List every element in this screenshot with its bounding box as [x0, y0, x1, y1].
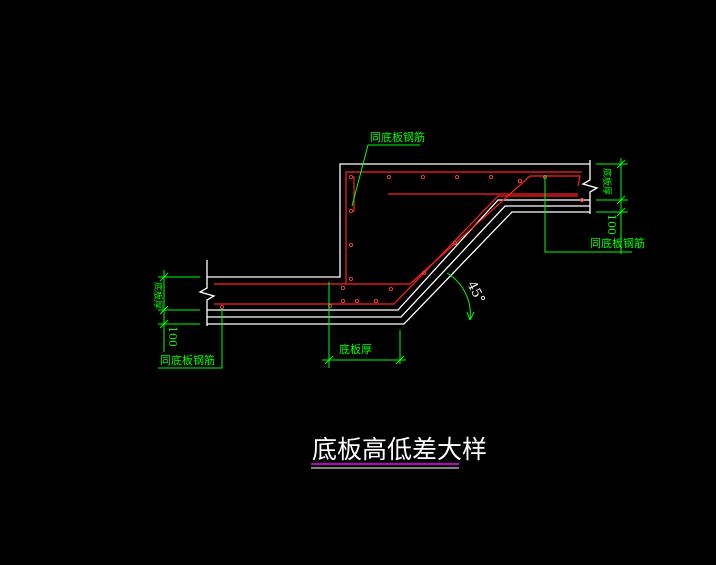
right-tick [616, 195, 626, 205]
rebar-dot [579, 197, 585, 203]
rebar-dot [488, 174, 494, 180]
label-slab-thickness-left: 底板厚 [152, 282, 164, 309]
left-tick [159, 272, 169, 282]
rebar-dot [348, 276, 354, 282]
leader-left [158, 308, 223, 369]
rebar-dot [327, 303, 333, 309]
rebar-dot [388, 286, 394, 292]
slab-top-surface [207, 163, 590, 278]
label-dim-100-left: 100 [166, 326, 179, 347]
leader-top [351, 144, 369, 207]
rebar-dot [340, 298, 346, 304]
cushion-line-2 [207, 211, 590, 325]
rebar-dot [348, 242, 354, 248]
label-slab-thickness-right: 底板厚 [601, 168, 613, 195]
bottom-tick [395, 355, 405, 365]
top-rebar-high-slab [345, 171, 582, 284]
angle-arc [446, 272, 471, 321]
bottom-rebar-low-slab [214, 195, 578, 305]
label-same-as-slab-rebar-top: 同底板钢筋 [370, 130, 425, 144]
right-tick [616, 207, 626, 217]
label-angle-45: 45° [463, 279, 487, 306]
rebar-dot [373, 298, 379, 304]
label-same-as-slab-rebar-right: 同底板钢筋 [590, 236, 645, 250]
left-tick [159, 305, 169, 315]
concrete-outline [198, 160, 599, 326]
label-dim-100-right: 100 [605, 214, 618, 235]
rebar-dot [452, 240, 458, 246]
right-tick [616, 159, 626, 169]
leader-right [544, 175, 632, 253]
rebar-dot [340, 285, 346, 291]
rebar-dot [454, 174, 460, 180]
left-tick [159, 319, 169, 329]
rebar-dot [421, 270, 427, 276]
slab-bottom-surface [207, 199, 590, 311]
rebar-dot [348, 174, 354, 180]
rebar-dot [354, 298, 360, 304]
top-rebar-low-slab [214, 175, 581, 285]
rebar-dot [348, 208, 354, 214]
label-slab-thickness-bottom: 底板厚 [339, 342, 372, 356]
rebar-dot [517, 178, 523, 184]
label-same-as-slab-rebar-left: 同底板钢筋 [160, 353, 215, 367]
rebar-dot [420, 174, 426, 180]
bottom-tick [324, 355, 334, 365]
rebar [214, 171, 585, 310]
dimensions [158, 144, 632, 369]
drawing-title: 底板高低差大样 [312, 435, 487, 464]
angle-arrow [469, 311, 475, 321]
angle-arrow [466, 311, 471, 321]
labels: 同底板钢筋 同底板钢筋 同底板钢筋 底板厚 底板厚 底板厚 100 100 45… [152, 130, 645, 464]
rebar-dot [386, 174, 392, 180]
left-break-line [198, 260, 216, 326]
right-break-line [581, 160, 599, 214]
cushion-line-1 [207, 205, 590, 318]
